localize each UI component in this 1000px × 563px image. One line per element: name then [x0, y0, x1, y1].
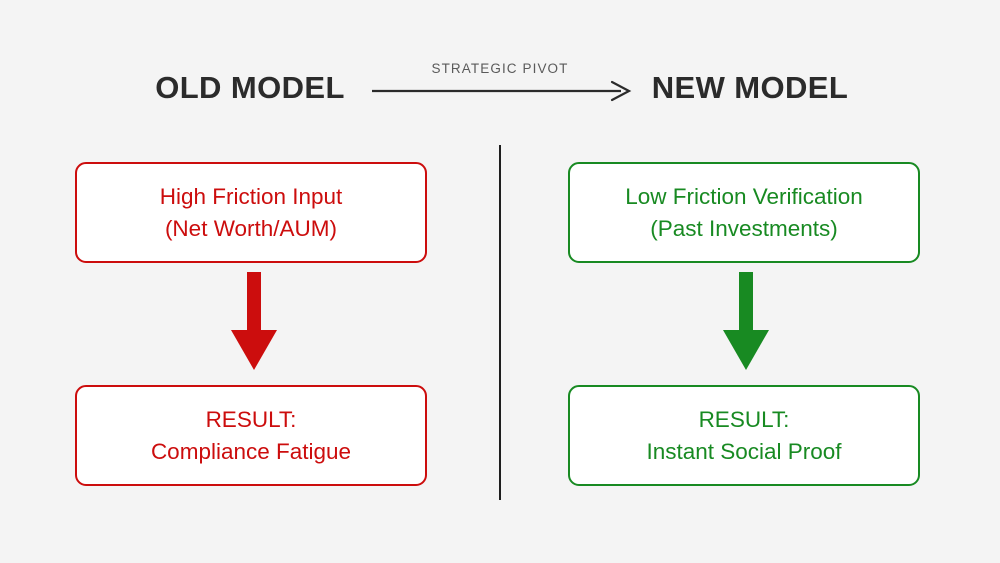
- old-model-result-box[interactable]: RESULT: Compliance Fatigue: [75, 385, 427, 486]
- old-model-input-box[interactable]: High Friction Input (Net Worth/AUM): [75, 162, 427, 263]
- new-model-input-box[interactable]: Low Friction Verification (Past Investme…: [568, 162, 920, 263]
- new-model-heading: NEW MODEL: [651, 70, 849, 105]
- center-divider: [499, 145, 501, 500]
- new-model-result-text: RESULT: Instant Social Proof: [646, 407, 842, 464]
- old-model-down-arrow-icon: [231, 272, 277, 370]
- pivot-arrow-icon: [372, 80, 632, 102]
- strategic-pivot-label: STRATEGIC PIVOT: [431, 61, 569, 76]
- new-model-input-text: Low Friction Verification (Past Investme…: [625, 184, 863, 241]
- old-model-result-text: RESULT: Compliance Fatigue: [150, 407, 352, 464]
- new-model-result-box[interactable]: RESULT: Instant Social Proof: [568, 385, 920, 486]
- new-model-down-arrow-icon: [723, 272, 769, 370]
- old-model-input-text: High Friction Input (Net Worth/AUM): [159, 184, 343, 241]
- old-model-heading: OLD MODEL: [155, 70, 345, 105]
